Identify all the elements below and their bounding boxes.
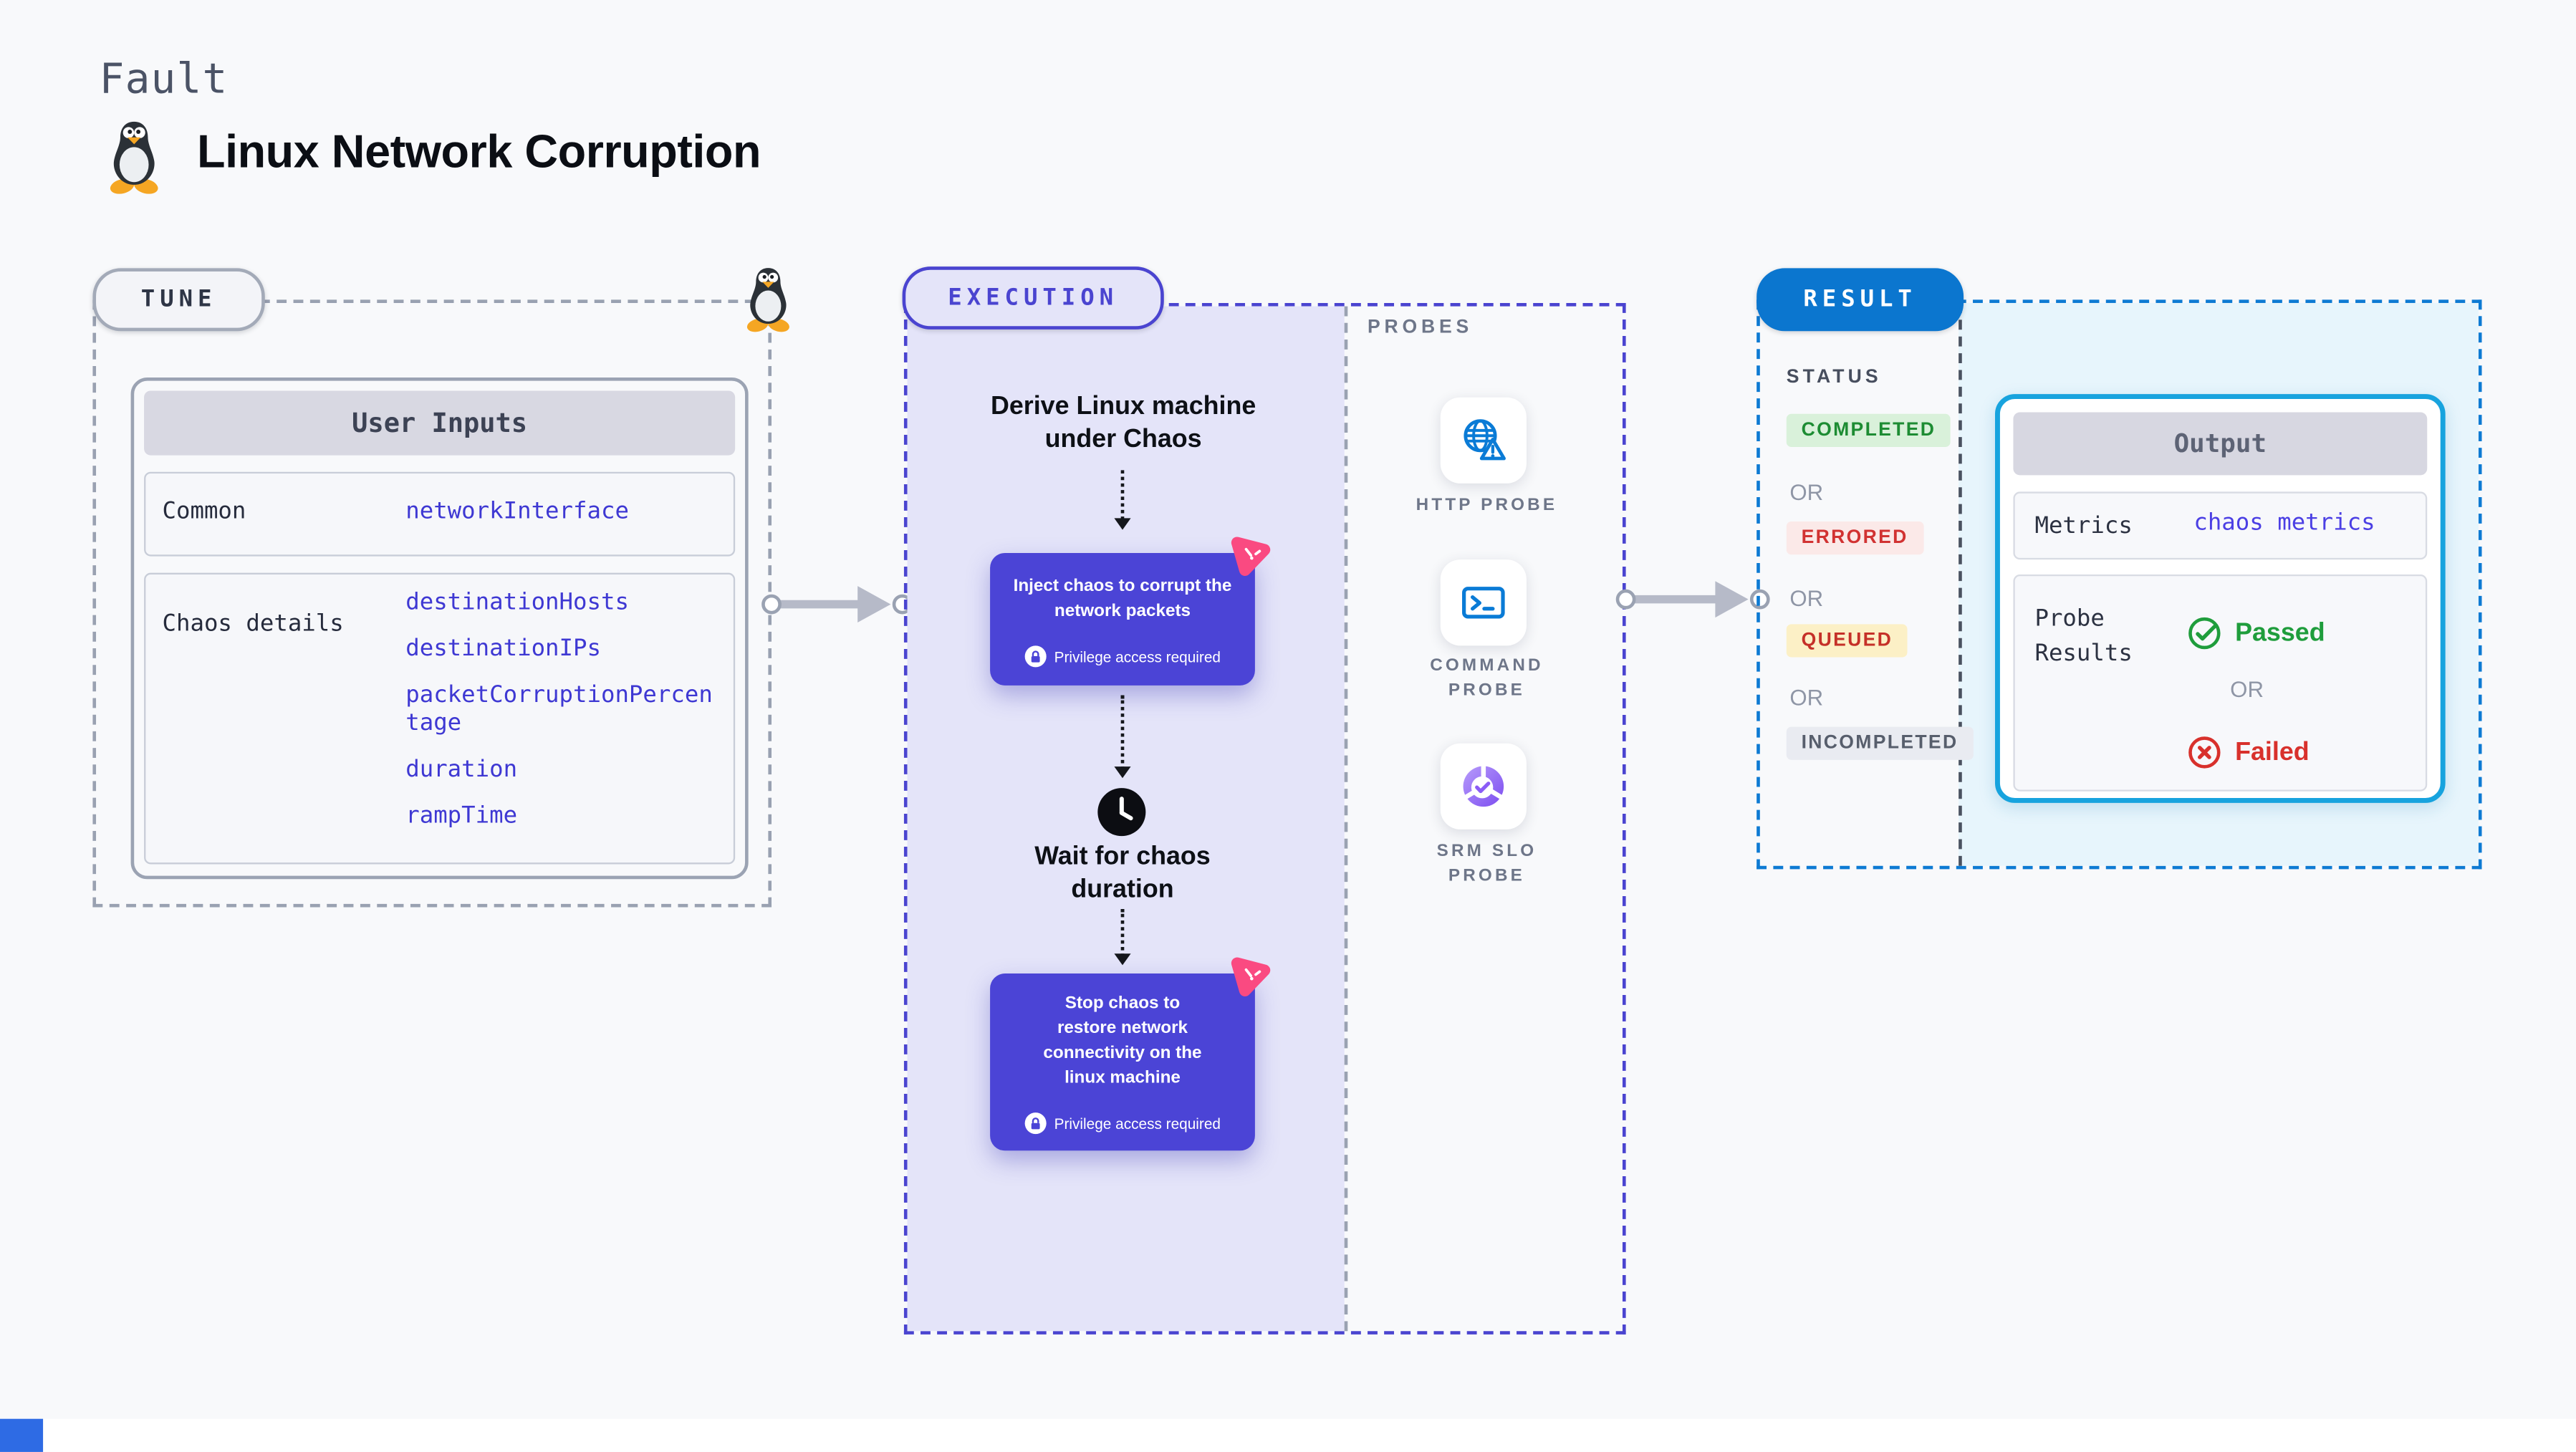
- status-badge-incompleted: INCOMPLETED: [1786, 726, 1974, 760]
- failed-label: Failed: [2235, 737, 2310, 766]
- slo-pie-icon: [1463, 766, 1504, 807]
- fault-kind-label: Fault: [99, 54, 229, 103]
- probe-label: COMMAND PROBE: [1430, 655, 1544, 700]
- probe-label: SRM SLO PROBE: [1436, 841, 1537, 885]
- metrics-row: Metrics chaos metrics: [2013, 491, 2428, 560]
- clock-icon: [1097, 788, 1146, 837]
- arrow-right-icon: [761, 586, 913, 623]
- or-separator: OR: [1789, 685, 1824, 711]
- chaos-logo-icon: [1231, 537, 1271, 576]
- status-heading: STATUS: [1786, 367, 1882, 388]
- step-derive: Derive Linux machine under Chaos: [990, 392, 1256, 454]
- flow-connector: [1114, 908, 1131, 966]
- passed-label: Passed: [2235, 618, 2325, 647]
- row-value: destinationIPs: [405, 635, 602, 663]
- user-inputs-title: User Inputs: [144, 390, 736, 456]
- result-divider: [1959, 302, 1962, 866]
- privilege-row: Privilege access required: [990, 1112, 1255, 1135]
- execution-pill[interactable]: EXECUTION: [902, 266, 1164, 330]
- corner-widget[interactable]: [0, 1418, 44, 1452]
- step-inject-label: Inject chaos to corrupt the network pack…: [1013, 576, 1232, 621]
- step-inject-node[interactable]: Inject chaos to corrupt the network pack…: [990, 537, 1271, 686]
- chaos-logo-icon: [1231, 957, 1271, 997]
- row-value: rampTime: [405, 802, 518, 830]
- row-value: networkInterface: [405, 498, 629, 525]
- probes-divider: [1344, 306, 1348, 1332]
- lock-icon: [1024, 1112, 1047, 1135]
- step-stop-label: Stop chaos to restore network connectivi…: [1043, 993, 1202, 1088]
- port-dot: [761, 594, 782, 615]
- privilege-row: Privilege access required: [990, 645, 1255, 668]
- or-separator: OR: [1789, 586, 1824, 611]
- step-wait: Wait for chaos duration: [1034, 842, 1211, 904]
- flow-connector: [1114, 470, 1131, 530]
- status-badge-errored: ERRORED: [1786, 521, 1923, 555]
- port-dot: [1749, 589, 1770, 610]
- status-badge-queued: QUEUED: [1786, 624, 1908, 658]
- row-value: destinationHosts: [405, 589, 629, 616]
- metrics-value: chaos metrics: [2193, 509, 2375, 537]
- table-row: Common networkInterface: [144, 471, 736, 557]
- bottom-strip: [0, 1418, 2576, 1452]
- terminal-icon: [1462, 587, 1505, 619]
- globe-alert-icon: [1464, 419, 1506, 461]
- verdict-failed: Failed: [2187, 735, 2310, 770]
- lock-icon: [1024, 645, 1047, 668]
- tux-penguin-icon: [110, 121, 158, 194]
- or-separator: OR: [1789, 480, 1824, 505]
- port-dot: [1615, 589, 1636, 610]
- check-circle-icon: [2188, 617, 2221, 650]
- row-value: packetCorruptionPercentage: [405, 682, 713, 737]
- row-label: Common: [162, 498, 246, 525]
- probe-card-command[interactable]: [1440, 559, 1527, 646]
- tux-penguin-icon: [746, 268, 789, 332]
- row-value: duration: [405, 756, 518, 784]
- privilege-label: Privilege access required: [1054, 648, 1221, 665]
- probe-card-http[interactable]: [1440, 397, 1527, 484]
- arrow-right-icon: [1615, 581, 1770, 618]
- flow-connector: [1114, 695, 1131, 779]
- row-label: Chaos details: [162, 610, 344, 638]
- step-stop-node[interactable]: Stop chaos to restore network connectivi…: [990, 957, 1271, 1151]
- probe-label: HTTP PROBE: [1416, 495, 1558, 515]
- status-badge-completed: COMPLETED: [1786, 413, 1951, 448]
- tune-pill[interactable]: TUNE: [92, 268, 265, 332]
- page-title: Linux Network Corruption: [197, 125, 761, 178]
- user-inputs-card: [130, 377, 749, 880]
- metrics-label: Metrics: [2034, 513, 2133, 540]
- x-circle-icon: [2188, 736, 2221, 769]
- row-values: destinationHosts destinationIPs packetCo…: [405, 590, 713, 850]
- probe-results-label: Probe Results: [2034, 605, 2133, 668]
- output-card: Output Metrics chaos metrics Probe Resul…: [1994, 394, 2446, 803]
- result-pill[interactable]: RESULT: [1756, 268, 1964, 332]
- output-title: Output: [2013, 412, 2428, 476]
- or-separator: OR: [2230, 677, 2264, 702]
- probes-heading: PROBES: [1368, 317, 1473, 338]
- table-row: Chaos details destinationHosts destinati…: [144, 572, 736, 865]
- verdict-passed: Passed: [2187, 616, 2325, 651]
- probe-card-srm-slo[interactable]: [1440, 743, 1527, 830]
- privilege-label: Privilege access required: [1054, 1115, 1221, 1132]
- probe-results-row: Probe Results Passed OR Failed: [2013, 574, 2428, 792]
